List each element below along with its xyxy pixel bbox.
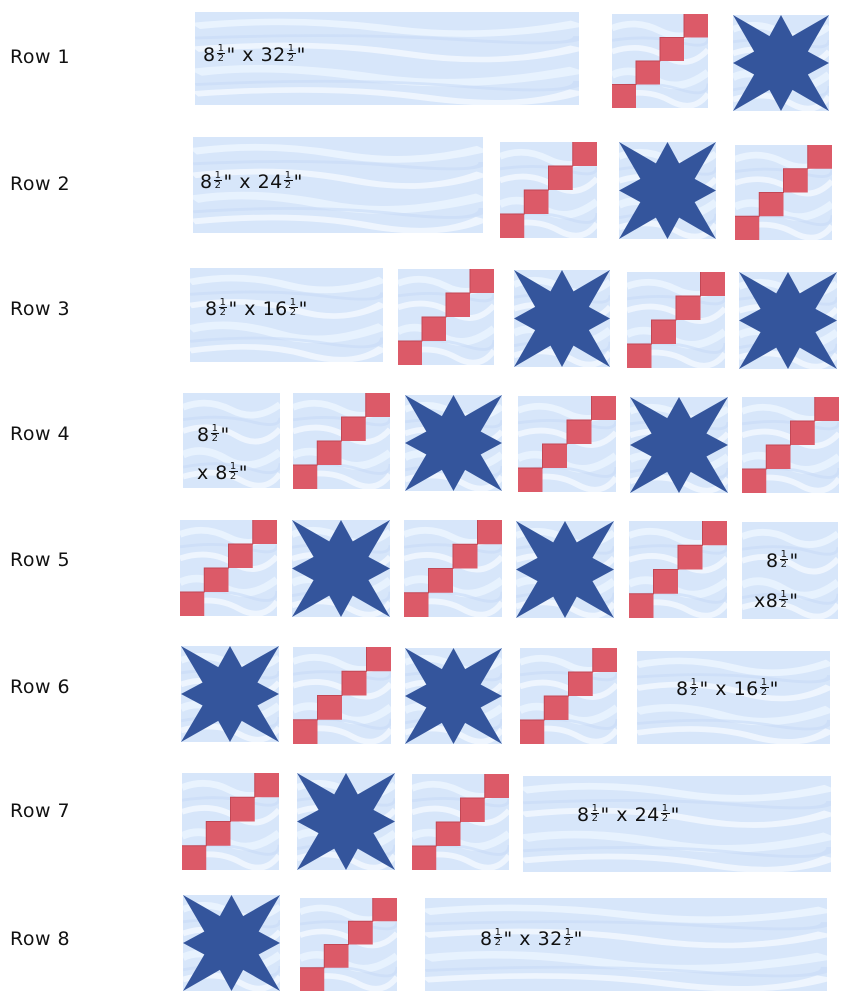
stair-step-block-icon <box>398 269 494 365</box>
row-label-6: Row 6 <box>10 676 70 698</box>
star-block-icon <box>297 773 395 870</box>
star-block-icon <box>619 142 716 239</box>
stair-step-block-icon <box>627 272 725 368</box>
stair-step-block-icon <box>182 773 279 870</box>
star-block-icon <box>183 895 280 991</box>
star-block-icon <box>514 270 610 367</box>
row-label-8: Row 8 <box>10 928 70 950</box>
row-label-1: Row 1 <box>10 46 70 68</box>
star-block-icon <box>292 520 390 617</box>
stair-step-block-icon <box>612 14 708 108</box>
row-label-5: Row 5 <box>10 549 70 571</box>
stair-step-block-icon <box>293 393 390 489</box>
row-label-3: Row 3 <box>10 298 70 320</box>
stair-step-block-icon <box>518 396 616 492</box>
star-block-icon <box>630 397 728 493</box>
stair-step-block-icon <box>742 397 839 493</box>
star-block-icon <box>733 15 829 111</box>
star-block-icon <box>739 272 837 369</box>
stair-step-block-icon <box>293 647 391 744</box>
row-label-4: Row 4 <box>10 423 70 445</box>
stair-step-block-icon <box>520 648 617 744</box>
stair-step-block-icon <box>735 145 832 240</box>
row-label-7: Row 7 <box>10 800 70 822</box>
star-block-icon <box>516 521 614 618</box>
stair-step-block-icon <box>629 521 727 618</box>
stair-step-block-icon <box>500 142 597 238</box>
stair-step-block-icon <box>180 520 277 616</box>
star-block-icon <box>181 646 279 742</box>
stair-step-block-icon <box>412 774 509 870</box>
row-label-2: Row 2 <box>10 173 70 195</box>
star-block-icon <box>405 648 502 744</box>
stair-step-block-icon <box>300 898 397 991</box>
star-block-icon <box>405 395 502 491</box>
stair-step-block-icon <box>404 520 502 617</box>
